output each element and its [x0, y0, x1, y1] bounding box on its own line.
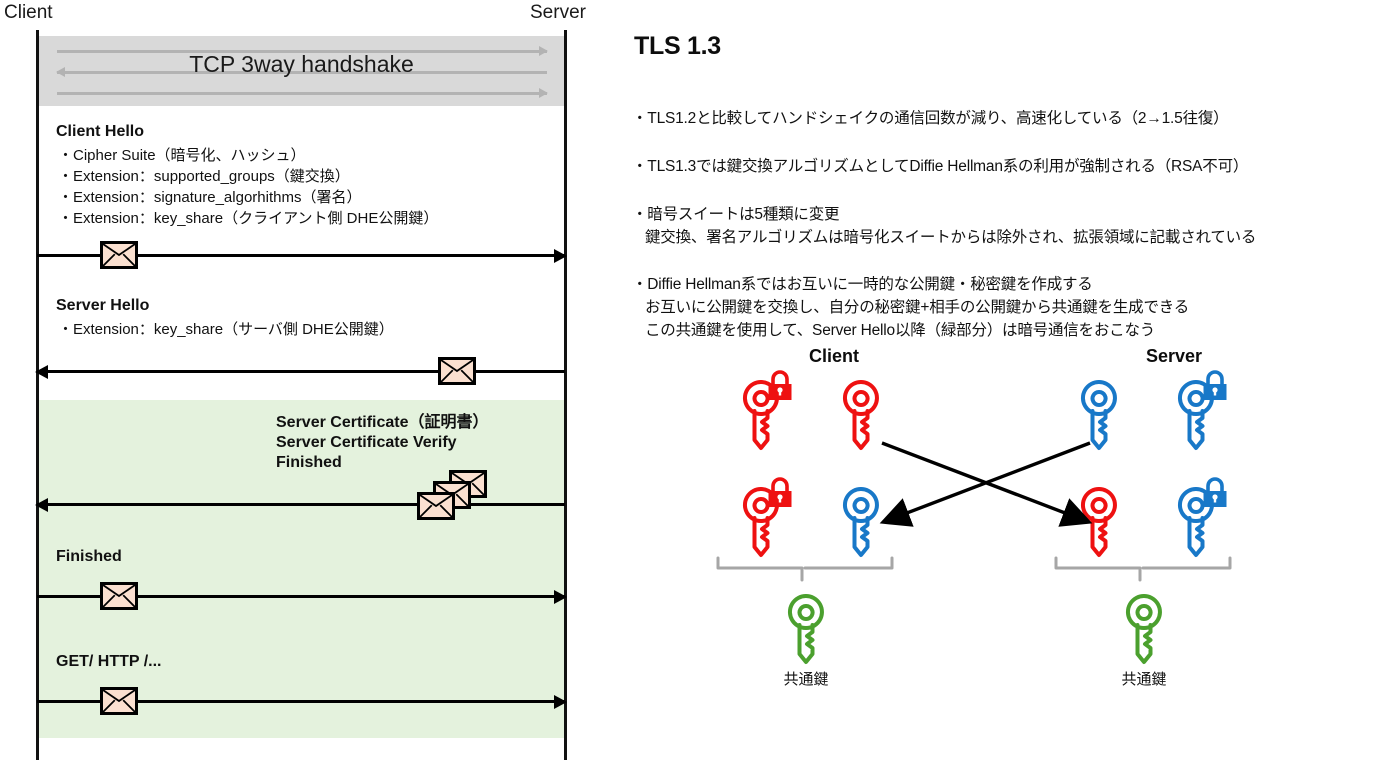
detail-line: ・Cipher Suite（暗号化、ハッシュ） [58, 147, 306, 164]
title-line: Server Certificate Verify [276, 434, 457, 451]
message-title-finished: Finished [56, 548, 122, 565]
page-title: TLS 1.3 [634, 32, 721, 60]
tcp-arrow-left [56, 67, 547, 77]
message-title-server-certificate: Server Certificate（証明書） Server Certifica… [276, 413, 489, 473]
envelope-icon [100, 582, 138, 610]
bullet-main: ・暗号スイートは5種類に変更 [632, 206, 840, 223]
note-bullet-3: ・暗号スイートは5種類に変更 鍵交換、署名アルゴリズムは暗号化スイートからは除外… [632, 203, 1256, 249]
brace-server [1054, 556, 1232, 582]
actor-label-client: Client [4, 2, 53, 23]
key-icon-green-shared [778, 592, 834, 666]
key-diagram-heading-client: Client [808, 346, 859, 366]
message-arrow-server-hello [35, 364, 565, 379]
sequence-diagram-panel: Client Server TCP 3way handshake Client … [0, 0, 620, 776]
bullet-main: ・Diffie Hellman系ではお互いに一時的な公開鍵・秘密鍵を作成する [632, 276, 1093, 293]
detail-line: ・Extension：key_share（クライアント側 DHE公開鍵） [58, 210, 439, 227]
lock-icon-red [765, 477, 795, 509]
envelope-icon [438, 357, 476, 385]
shared-key-label-client: 共通鍵 [783, 671, 829, 688]
lock-icon-blue [1200, 477, 1230, 509]
actor-label-server: Server [530, 2, 586, 23]
message-title-client-hello: Client Hello [56, 123, 145, 140]
lifeline-client [36, 30, 39, 760]
lock-icon-red [765, 370, 795, 402]
tcp-arrow-right-1 [57, 46, 548, 56]
message-arrow-client-hello [37, 248, 567, 263]
bullet-sub: 鍵交換、署名アルゴリズムは暗号化スイートからは除外され、拡張領域に記載されている [645, 229, 1257, 246]
envelope-icon [100, 687, 138, 715]
key-icon-blue-public [833, 485, 889, 559]
note-bullet-1: ・TLS1.2と比較してハンドシェイクの通信回数が減り、高速化している（2→1.… [632, 107, 1229, 130]
tcp-handshake-box: TCP 3way handshake [39, 36, 564, 106]
bullet-sub: お互いに公開鍵を交換し、自分の秘密鍵+相手の公開鍵から共通鍵を生成できる [645, 299, 1190, 316]
key-icon-green-shared [1116, 592, 1172, 666]
envelope-icon [100, 241, 138, 269]
message-title-http-get: GET/ HTTP /... [56, 653, 162, 670]
message-arrow-http-get [37, 694, 567, 709]
tcp-handshake-label: TCP 3way handshake [189, 51, 414, 77]
arrow-client-to-server [881, 441, 1093, 527]
bullet-main: ・TLS1.2と比較してハンドシェイクの通信回数が減り、高速化している（2→1.… [632, 110, 1229, 127]
encrypted-region-highlight [39, 400, 564, 738]
lock-icon-blue [1200, 370, 1230, 402]
envelope-icon [417, 492, 455, 520]
key-icon-red-public [1071, 485, 1127, 559]
key-icon-blue-public [1071, 378, 1127, 452]
detail-line: ・Extension：key_share（サーバ側 DHE公開鍵） [58, 321, 394, 338]
arrow-server-to-client [879, 441, 1091, 527]
note-bullet-4: ・Diffie Hellman系ではお互いに一時的な公開鍵・秘密鍵を作成する お… [632, 273, 1189, 342]
key-diagram-heading-server: Server [1145, 346, 1203, 366]
title-line: Server Certificate（証明書） [276, 414, 489, 431]
detail-line: ・Extension：signature_algorhithms（署名） [58, 189, 362, 206]
detail-line: ・Extension：supported_groups（鍵交換） [58, 168, 350, 185]
bullet-main: ・TLS1.3では鍵交換アルゴリズムとしてDiffie Hellman系の利用が… [632, 158, 1249, 175]
tcp-arrow-right-2 [57, 88, 548, 98]
brace-client [716, 556, 894, 582]
tls13-notes-panel: TLS 1.3 ・TLS1.2と比較してハンドシェイクの通信回数が減り、高速化し… [620, 0, 1400, 776]
message-details-server-hello: ・Extension：key_share（サーバ側 DHE公開鍵） [58, 319, 394, 340]
message-arrow-finished [37, 589, 567, 604]
key-exchange-diagram: Client Server [620, 330, 1400, 750]
title-line: Finished [276, 454, 342, 471]
key-icon-red-public [833, 378, 889, 452]
message-title-server-hello: Server Hello [56, 297, 150, 314]
message-details-client-hello: ・Cipher Suite（暗号化、ハッシュ） ・Extension：suppo… [58, 145, 438, 229]
shared-key-label-server: 共通鍵 [1121, 671, 1167, 688]
message-arrow-server-certificate [35, 497, 565, 512]
lifeline-server [564, 30, 567, 760]
note-bullet-2: ・TLS1.3では鍵交換アルゴリズムとしてDiffie Hellman系の利用が… [632, 155, 1248, 178]
bullet-sub: この共通鍵を使用して、Server Hello以降（緑部分）は暗号通信をおこなう [645, 322, 1156, 339]
